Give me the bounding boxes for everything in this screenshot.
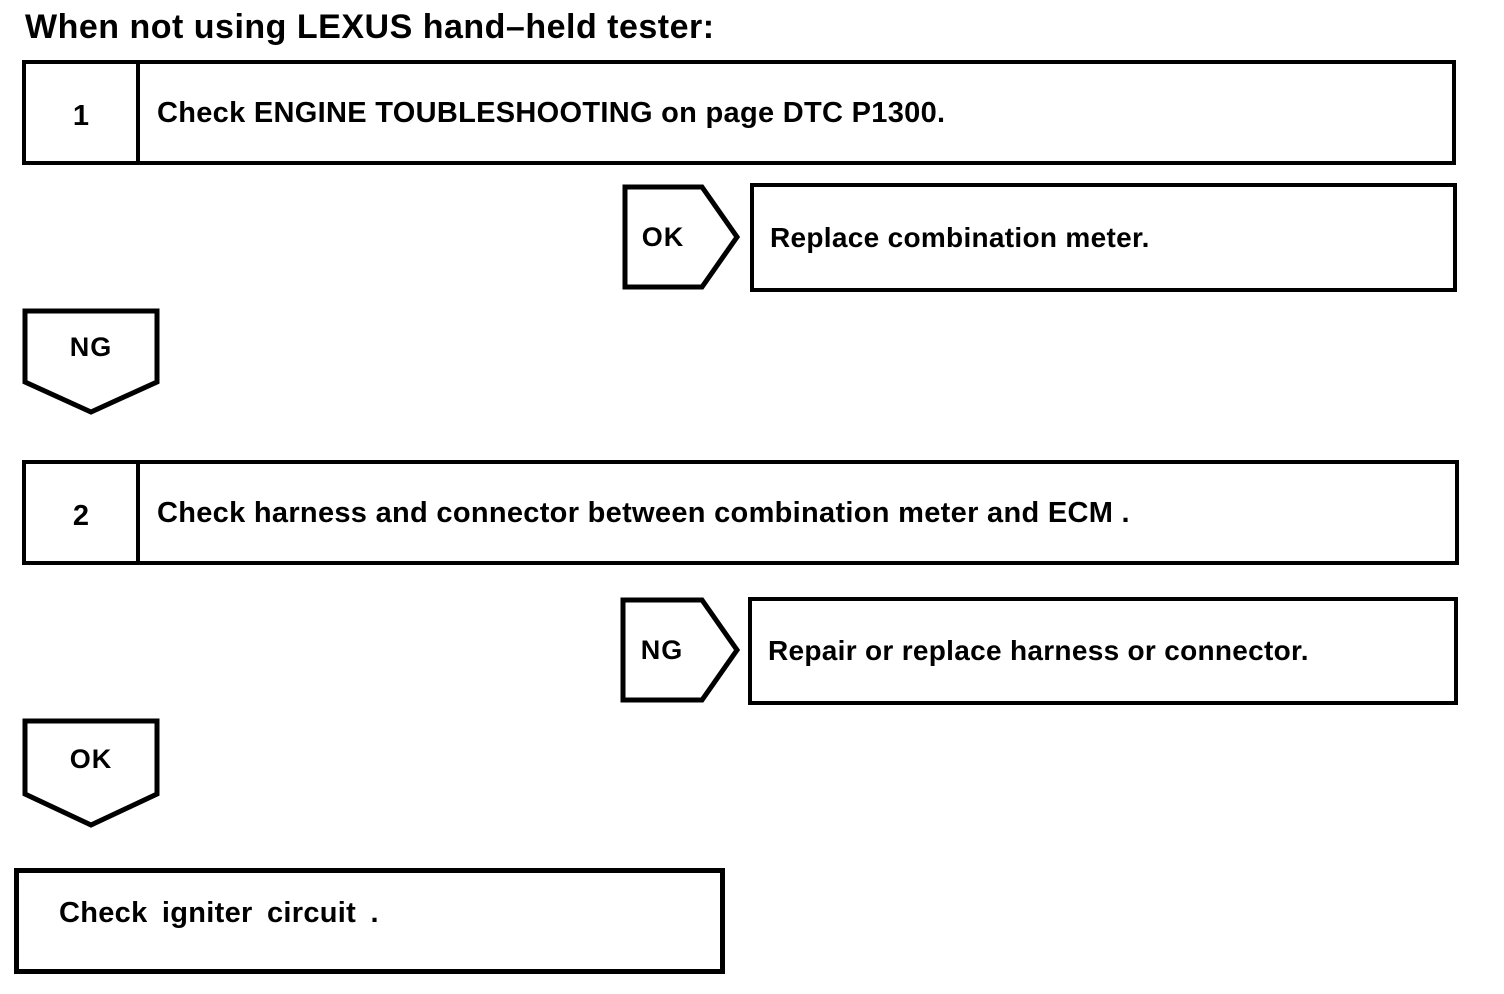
branch-2-ng-connector: NG: [620, 597, 740, 703]
step-2-number: 2: [26, 464, 140, 561]
page-title: When not using LEXUS hand–held tester:: [25, 8, 715, 46]
flow-down-ng-label: NG: [69, 332, 113, 362]
branch-1-ok-connector: OK: [622, 184, 740, 290]
flow-down-ng-connector: NG: [22, 308, 160, 415]
step-1-box: 1 Check ENGINE TOUBLESHOOTING on page DT…: [22, 60, 1456, 165]
branch-2-result-box: Repair or replace harness or connector.: [748, 597, 1458, 705]
final-instruction-box: Check igniter circuit .: [14, 868, 725, 974]
branch-1-ok-label: OK: [641, 221, 685, 252]
step-2-instruction: Check harness and connector between comb…: [157, 497, 1130, 529]
branch-2-ng-label: NG: [640, 634, 684, 665]
flow-down-ok-connector: OK: [22, 718, 160, 828]
arrow-down-pentagon-icon: [22, 718, 160, 828]
step-1-instruction: Check ENGINE TOUBLESHOOTING on page DTC …: [157, 97, 946, 129]
step-2-box: 2 Check harness and connector between co…: [22, 460, 1459, 565]
step-1-number: 1: [26, 64, 140, 161]
arrow-right-pentagon-icon: [622, 184, 740, 290]
flow-down-ok-label: OK: [69, 743, 113, 774]
arrow-down-pentagon-icon: [22, 308, 160, 415]
arrow-right-pentagon-icon: [620, 597, 740, 703]
branch-1-result-box: Replace combination meter.: [750, 183, 1457, 292]
